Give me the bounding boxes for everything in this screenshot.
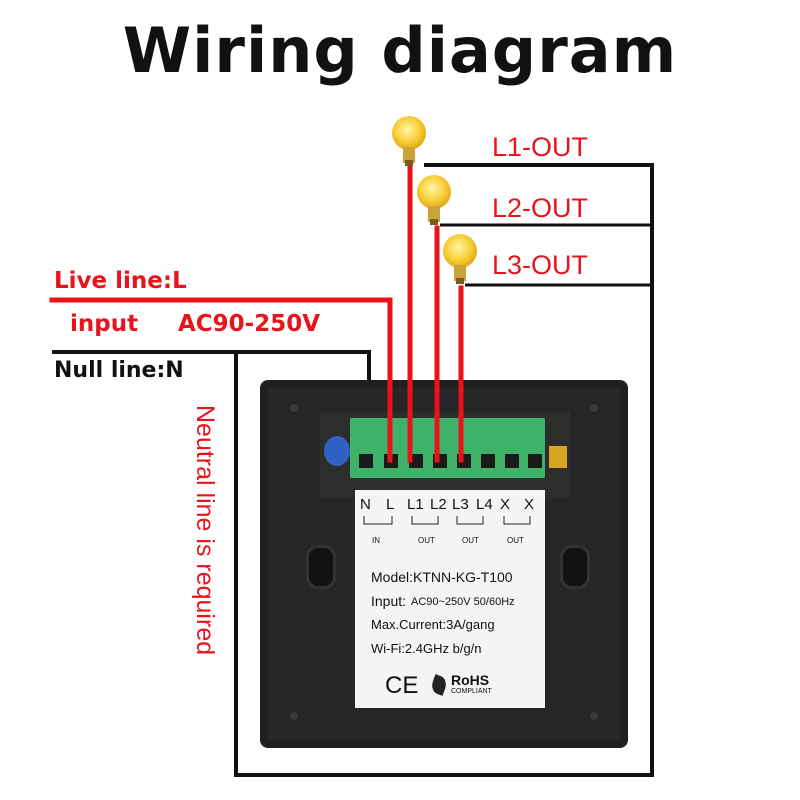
mounting-hole-left [306,545,336,589]
input-label: input [70,311,139,337]
voltage-label: AC90-250V [178,311,321,337]
rohs-compliant: COMPLIANT [451,688,492,695]
terminal-l4: L4 [476,496,493,513]
screw [590,404,598,412]
neutral-required-note: Neutral line is required [191,405,219,656]
ce-mark: CE [385,672,419,699]
screw [290,404,298,412]
null-line-label: Null line:N [54,358,184,383]
mounting-hole-right [560,545,590,589]
input-value: AC90~250V 50/60Hz [411,596,515,608]
capacitor-icon [324,436,350,466]
bulb-1-icon [392,116,426,166]
screw [290,712,298,720]
l3-out-label: L3-OUT [492,250,589,280]
live-wire-in [49,297,393,463]
terminal-n: N [360,496,371,513]
terminal-l: L [386,496,395,513]
bulb-3-icon [443,234,477,284]
fuse-icon [549,446,567,468]
model-text: Model:KTNN-KG-T100 [371,569,513,585]
group-out-1: OUT [418,536,435,545]
live-line-label: Live line:L [54,268,187,294]
bulb-2-icon [417,175,451,225]
l1-out-label: L1-OUT [492,132,589,162]
group-in: IN [372,536,380,545]
title: Wiring diagram [122,14,678,87]
current-text: Max.Current:3A/gang [371,617,495,632]
terminal-x1: X [500,496,511,513]
group-out-3: OUT [507,536,524,545]
terminal-x2: X [524,496,535,513]
screw [590,712,598,720]
rohs-mark: RoHS [451,672,490,688]
terminal-l2: L2 [430,496,447,513]
wifi-text: Wi-Fi:2.4GHz b/g/n [371,641,482,656]
terminal-l3: L3 [452,496,469,513]
input-prefix: Input: [371,593,407,609]
terminal-l1: L1 [407,496,424,513]
spec-label [355,490,545,708]
group-out-2: OUT [462,536,479,545]
l2-out-label: L2-OUT [492,193,589,223]
neutral-wire-loop [234,163,654,777]
